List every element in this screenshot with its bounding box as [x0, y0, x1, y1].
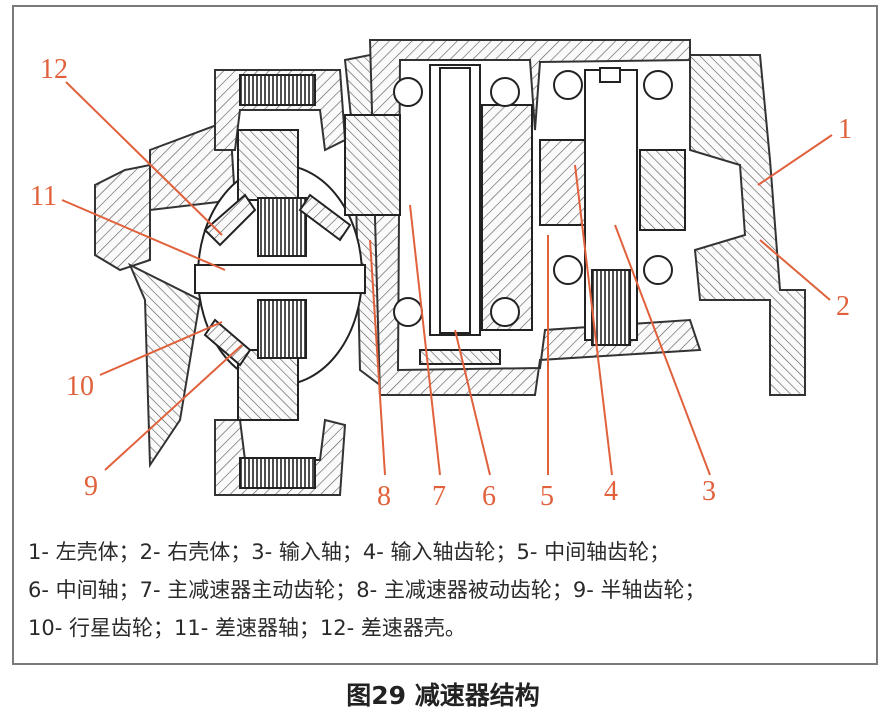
- callout-11: 11: [30, 181, 57, 212]
- callout-6: 6: [482, 481, 496, 512]
- legend-line: 1- 左壳体；2- 右壳体；3- 输入轴；4- 输入轴齿轮；5- 中间轴齿轮；: [28, 540, 671, 564]
- parts-legend: 1- 左壳体；2- 右壳体；3- 输入轴；4- 输入轴齿轮；5- 中间轴齿轮； …: [28, 533, 868, 647]
- input-shaft-assembly: [539, 67, 686, 346]
- leader-lines: [61, 81, 833, 476]
- callout-5: 5: [540, 481, 554, 512]
- callout-10: 10: [66, 371, 94, 402]
- callout-3: 3: [702, 476, 716, 507]
- callout-9: 9: [84, 471, 98, 502]
- figure-caption: 图29 减速器结构: [346, 681, 540, 710]
- differential-assembly: [194, 74, 366, 489]
- callout-8: 8: [377, 481, 391, 512]
- legend-line: 10- 行星齿轮；11- 差速器轴；12- 差速器壳。: [28, 616, 466, 640]
- callout-2: 2: [836, 291, 850, 322]
- reducer-cross-section-drawing: 1 2 3 4 5 6 7 8 9 10 11 12: [30, 39, 852, 512]
- legend-line: 6- 中间轴；7- 主减速器主动齿轮；8- 主减速器被动齿轮；9- 半轴齿轮；: [28, 578, 706, 602]
- callout-7: 7: [432, 481, 446, 512]
- callout-4: 4: [604, 476, 618, 507]
- callout-1: 1: [838, 114, 852, 145]
- callout-12: 12: [40, 54, 68, 85]
- intermediate-shaft-assembly: [344, 64, 533, 365]
